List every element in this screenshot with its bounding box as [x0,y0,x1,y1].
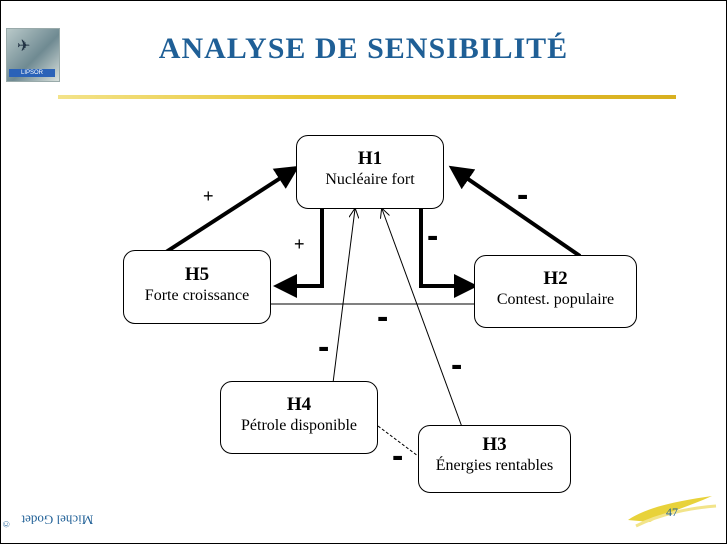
arrow-h2-h1 [448,165,582,258]
node-h2: H2 Contest. populaire [474,255,637,328]
node-h2-label: Contest. populaire [496,291,615,308]
sign-h2-to-h1: - [517,176,529,214]
arrow-h5-h1 [164,165,300,254]
node-h4-label: Pétrole disponible [241,417,357,434]
arrow-h1-h5 [273,209,324,298]
node-h4: H4 Pétrole disponible [220,381,378,454]
arrow-h3-h1 [382,209,463,428]
node-h5: H5 Forte croissance [123,250,271,324]
slide-title: ANALYSE DE SENSIBILITÉ [158,32,569,65]
logo-text: LIPSOR [9,69,55,77]
node-h2-id: H2 [543,268,568,289]
node-h5-label: Forte croissance [144,287,250,304]
link-h4-h3 [377,425,419,457]
node-h1-id: H1 [357,148,383,169]
sign-h5-h2: - [377,298,389,336]
node-h5-id: H5 [184,264,210,285]
sign-h5-to-h1: + [203,186,214,206]
node-h3-id: H3 [482,434,507,455]
sign-h1-to-h5: + [294,234,305,254]
sign-h4-h3: - [392,437,404,475]
sign-h3-to-h1: - [451,346,463,384]
sign-h4-to-h1: - [318,328,330,366]
lipsor-logo: ✈ LIPSOR [6,28,60,82]
node-h4-id: H4 [286,394,312,415]
node-h3-label: Énergies rentables [435,457,554,474]
arrow-h4-h1 [332,209,355,384]
node-h1-label: Nucléaire fort [325,171,415,188]
title-underline [58,95,676,99]
arrow-h1-h2 [419,209,478,298]
author-name: Michel Godet [21,512,94,528]
node-h1: H1 Nucléaire fort [296,135,444,209]
author-signature: Michel Godet© [1,435,93,540]
page-number: 47 [666,505,678,519]
node-h3: H3 Énergies rentables [418,425,571,493]
logo-mark: ✈ [17,38,31,55]
sign-h1-to-h2: - [427,217,439,255]
